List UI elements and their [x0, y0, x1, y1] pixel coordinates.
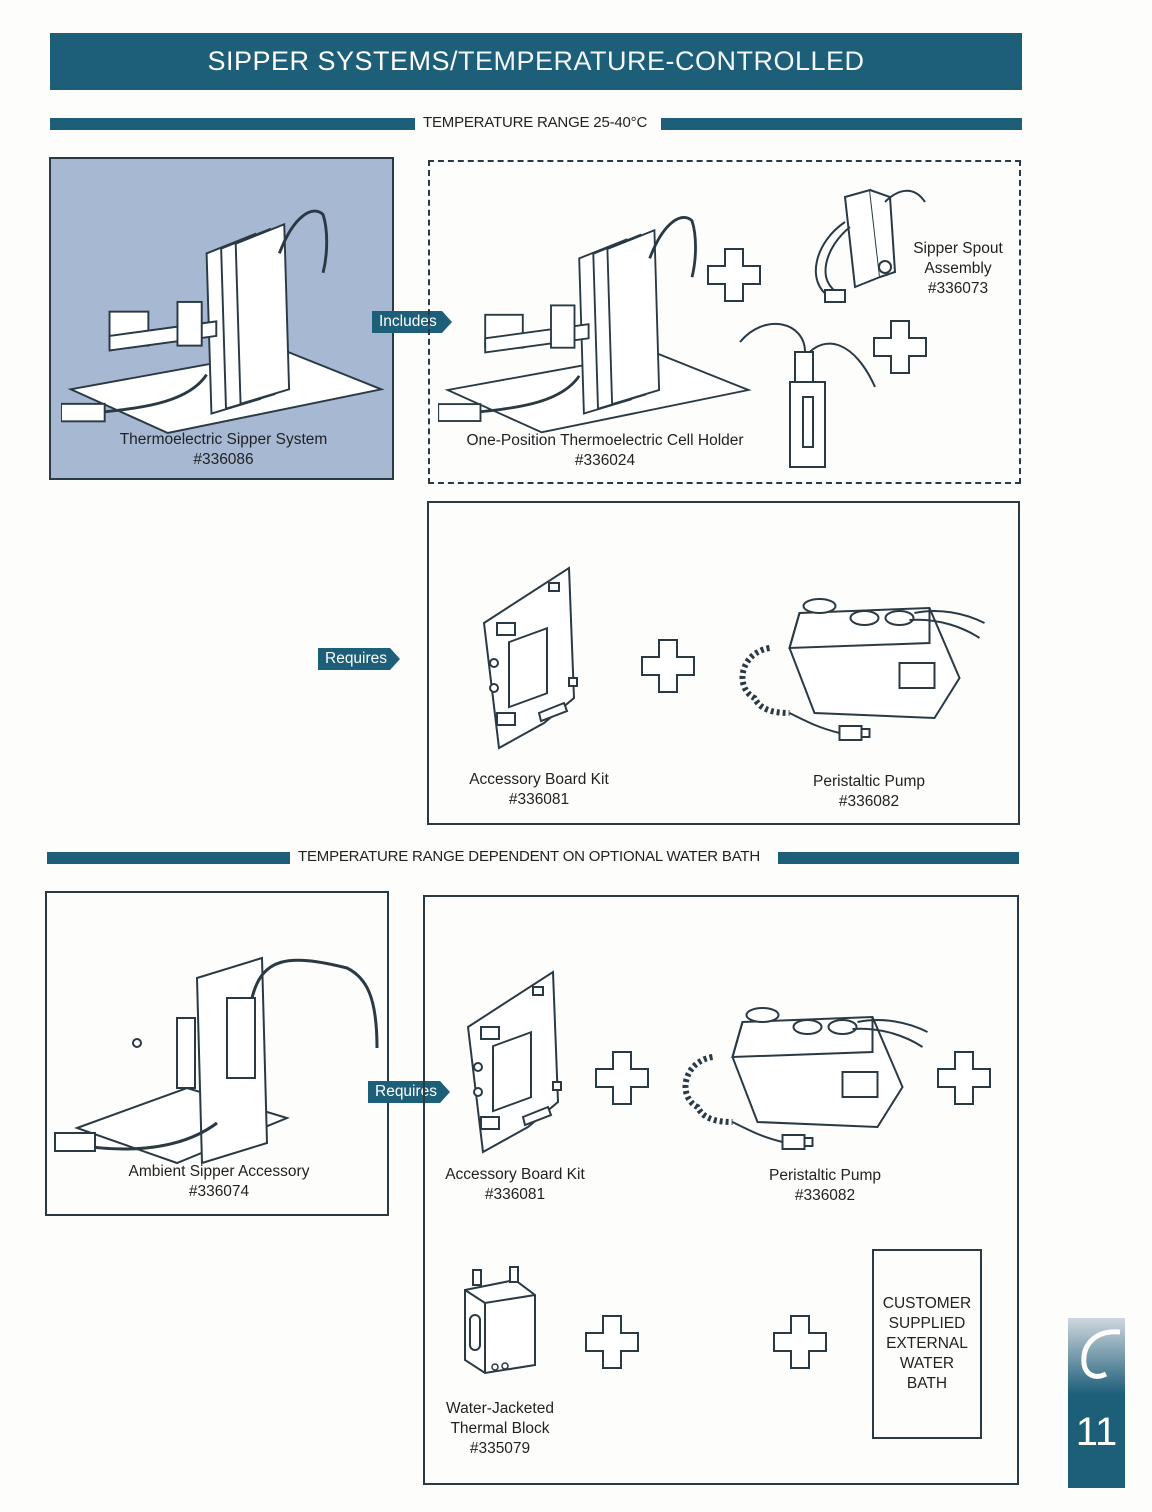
- sipper-spout-line2: Assembly: [924, 260, 992, 277]
- section2-label: TEMPERATURE RANGE DEPENDENT ON OPTIONAL …: [298, 848, 760, 865]
- accessory-board-caption: Accessory Board Kit #336081: [449, 770, 629, 810]
- plus-icon: [641, 639, 695, 693]
- water-bath-line: BATH: [906, 1375, 948, 1392]
- requires-box-2: Accessory Board Kit #336081 Peristaltic …: [423, 895, 1019, 1485]
- thermal-block-line2: Thermal Block: [450, 1420, 550, 1437]
- water-bath-line: SUPPLIED: [888, 1315, 966, 1332]
- plus-icon: [707, 248, 761, 302]
- cell-holder-caption: One-Position Thermoelectric Cell Holder …: [460, 431, 750, 471]
- sipper-spout-caption: Sipper Spout Assembly #336073: [898, 239, 1018, 299]
- includes-box: One-Position Thermoelectric Cell Holder …: [428, 160, 1021, 484]
- title-sub: TEMPERATURE-CONTROLLED: [458, 46, 865, 76]
- accessory-board-illustration: [479, 563, 599, 753]
- ambient-sipper-illustration: [47, 938, 387, 1178]
- requires-label: Requires: [325, 650, 388, 667]
- accessory-board-part: #336081: [508, 791, 570, 808]
- plus-icon: [585, 1315, 639, 1369]
- page-number: 11: [1075, 1410, 1118, 1454]
- peristaltic-pump-caption-2: Peristaltic Pump #336082: [740, 1166, 910, 1206]
- thermoelectric-sipper-illustration: [61, 194, 391, 439]
- requires-tag: Requires: [318, 648, 400, 670]
- cell-holder-name: One-Position Thermoelectric Cell Holder: [466, 432, 744, 449]
- cell-holder-part: #336024: [574, 452, 636, 469]
- logo-swirl-icon: [1081, 1329, 1121, 1379]
- ambient-sipper-caption: Ambient Sipper Accessory #336074: [47, 1162, 391, 1202]
- cuvette-illustration: [720, 312, 900, 472]
- peristaltic-pump-caption: Peristaltic Pump #336082: [784, 772, 954, 812]
- thermoelectric-sipper-panel: Thermoelectric Sipper System #336086: [49, 157, 394, 480]
- water-bath-line: WATER: [899, 1355, 955, 1372]
- external-water-bath-box: CUSTOMER SUPPLIED EXTERNAL WATER BATH: [872, 1249, 982, 1439]
- section1-label: TEMPERATURE RANGE 25-40°C: [423, 114, 648, 131]
- accessory-board-illustration-2: [463, 967, 583, 1157]
- ambient-sipper-panel: Ambient Sipper Accessory #336074: [45, 891, 389, 1216]
- sipper-spout-line1: Sipper Spout: [913, 240, 1003, 257]
- section2-rule-right: [778, 852, 1019, 864]
- peristaltic-pump-part: #336082: [838, 793, 900, 810]
- thermal-block-line1: Water-Jacketed: [446, 1400, 554, 1417]
- accessory-board-name-2: Accessory Board Kit: [445, 1166, 585, 1183]
- accessory-board-caption-2: Accessory Board Kit #336081: [425, 1165, 605, 1205]
- section1-rule-left: [50, 118, 415, 130]
- page-title: SIPPER SYSTEMS/TEMPERATURE-CONTROLLED: [50, 33, 1022, 90]
- plus-icon: [595, 1051, 649, 1105]
- cell-holder-illustration: [438, 202, 758, 437]
- water-bath-line: EXTERNAL: [886, 1335, 968, 1352]
- thermoelectric-sipper-part: #336086: [193, 451, 254, 468]
- page-tab: [1068, 1318, 1125, 1488]
- accessory-board-name: Accessory Board Kit: [469, 771, 609, 788]
- section2-rule-left: [47, 852, 290, 864]
- peristaltic-pump-illustration-2: [670, 997, 935, 1167]
- peristaltic-pump-part-2: #336082: [794, 1187, 856, 1204]
- thermal-block-illustration: [455, 1265, 545, 1375]
- requires-label-2: Requires: [375, 1083, 438, 1100]
- thermoelectric-sipper-caption: Thermoelectric Sipper System #336086: [51, 430, 396, 470]
- thermoelectric-sipper-name: Thermoelectric Sipper System: [119, 431, 328, 448]
- requires-box: Accessory Board Kit #336081 Peristaltic …: [427, 501, 1020, 825]
- includes-tag: Includes: [372, 311, 452, 333]
- includes-label: Includes: [379, 313, 437, 330]
- sipper-spout-part: #336073: [927, 280, 989, 297]
- section1-rule-right: [661, 118, 1022, 130]
- ambient-sipper-part: #336074: [188, 1183, 250, 1200]
- thermal-block-part: #335079: [469, 1440, 531, 1457]
- peristaltic-pump-name-2: Peristaltic Pump: [769, 1167, 881, 1184]
- thermal-block-caption: Water-Jacketed Thermal Block #335079: [430, 1399, 570, 1459]
- accessory-board-part-2: #336081: [484, 1186, 546, 1203]
- title-main: SIPPER SYSTEMS/: [207, 46, 459, 76]
- peristaltic-pump-name: Peristaltic Pump: [813, 773, 925, 790]
- ambient-sipper-name: Ambient Sipper Accessory: [128, 1163, 310, 1180]
- peristaltic-pump-illustration: [727, 588, 992, 758]
- plus-icon: [773, 1315, 827, 1369]
- requires-tag-2: Requires: [368, 1081, 450, 1103]
- water-bath-line: CUSTOMER: [882, 1295, 972, 1312]
- plus-icon: [937, 1051, 991, 1105]
